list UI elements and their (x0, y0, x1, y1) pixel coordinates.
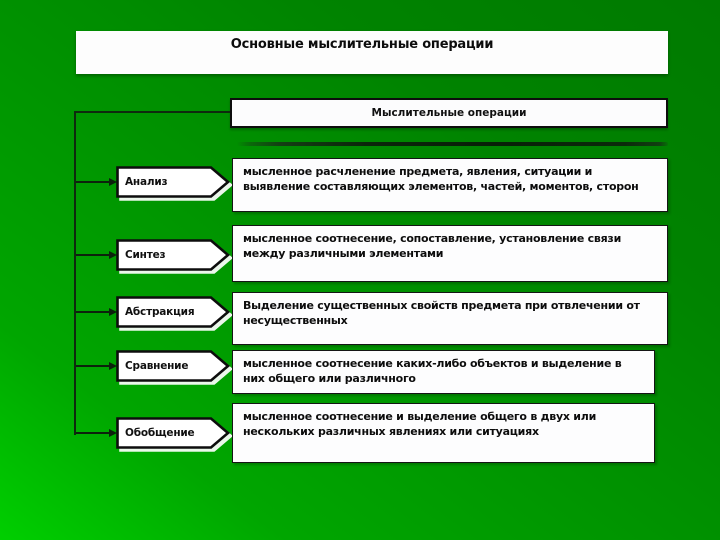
arrowhead-icon (109, 362, 117, 370)
description-text: мысленное расчленение предмета, явления,… (243, 165, 639, 193)
operations-header-box: Мыслительные операции (230, 98, 668, 128)
description-box: мысленное соотнесение и выделение общего… (232, 403, 655, 463)
operation-label-text: Обобщение (125, 427, 195, 439)
operation-label-text: Сравнение (125, 360, 189, 372)
description-box: Выделение существенных свойств предмета … (232, 292, 668, 345)
pentagon-arrow-shape (116, 296, 230, 328)
operation-label-text: Абстракция (125, 306, 195, 318)
description-box: мысленное расчленение предмета, явления,… (232, 158, 668, 212)
operation-arrow-label: Синтез (116, 239, 230, 271)
slide-title-box: Основные мыслительные операции (76, 31, 668, 74)
trunk-vertical-line (74, 111, 76, 435)
connector-line (76, 251, 117, 259)
header-underline (237, 142, 668, 146)
connector-line (76, 308, 117, 316)
slide-title: Основные мыслительные операции (230, 37, 494, 52)
operation-arrow-label: Обобщение (116, 417, 230, 449)
arrowhead-icon (109, 251, 117, 259)
operation-arrow-label: Анализ (116, 166, 230, 198)
operation-arrow-label: Абстракция (116, 296, 230, 328)
description-text: мысленное соотнесение каких-либо объекто… (243, 357, 622, 385)
connector-line (76, 429, 117, 437)
pentagon-arrow-shape (116, 417, 230, 449)
description-text: мысленное соотнесение, сопоставление, ус… (243, 232, 622, 260)
arrowhead-icon (109, 178, 117, 186)
description-box: мысленное соотнесение, сопоставление, ус… (232, 225, 668, 282)
arrowhead-icon (109, 308, 117, 316)
operation-label-text: Синтез (125, 249, 166, 261)
description-text: мысленное соотнесение и выделение общего… (243, 410, 597, 438)
operation-label-text: Анализ (125, 176, 168, 188)
pentagon-arrow-shape (116, 239, 230, 271)
connector-line (76, 362, 117, 370)
operation-arrow-label: Сравнение (116, 350, 230, 382)
description-text: Выделение существенных свойств предмета … (243, 299, 640, 327)
trunk-horizontal-line (74, 111, 230, 113)
connector-line (76, 178, 117, 186)
pentagon-arrow-shape (116, 350, 230, 382)
pentagon-arrow-shape (116, 166, 230, 198)
operations-header-label: Мыслительные операции (371, 107, 527, 119)
description-box: мысленное соотнесение каких-либо объекто… (232, 350, 655, 394)
arrowhead-icon (109, 429, 117, 437)
